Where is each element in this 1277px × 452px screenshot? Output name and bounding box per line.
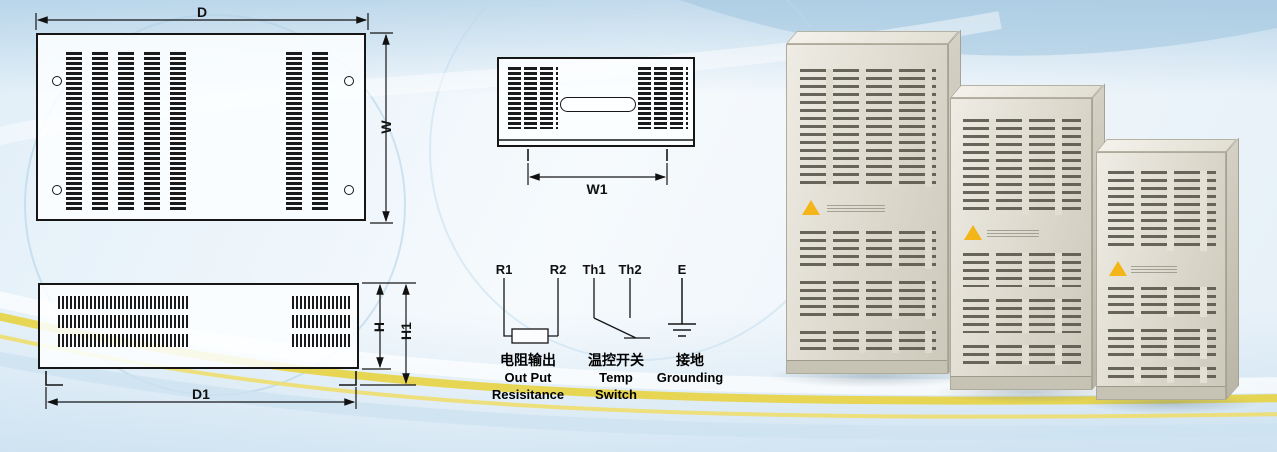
vent-slot-column — [66, 52, 82, 210]
unit-top-face — [1096, 139, 1237, 152]
thermal-switch-symbol — [593, 278, 650, 339]
vent-slot-group-right — [638, 67, 688, 129]
mounting-hole — [52, 76, 62, 86]
warning-sticker-text — [827, 205, 885, 214]
label-grounding: 接地 Grounding — [646, 351, 734, 386]
warning-sticker-text — [987, 230, 1039, 239]
vent-slot-column — [92, 52, 108, 210]
vent-grid-bottom — [1108, 367, 1216, 383]
vent-grid-lower — [963, 299, 1081, 333]
dim-label-w: W — [378, 120, 394, 134]
product-unit-medium — [950, 83, 1105, 390]
label-grounding-cn: 接地 — [676, 352, 704, 368]
vent-slot-row — [292, 296, 352, 309]
vent-slot-column — [286, 52, 302, 210]
label-temp-switch-en2: Switch — [595, 387, 637, 402]
vent-slot-row — [58, 334, 190, 347]
label-temp-switch-en1: Temp — [599, 370, 633, 385]
vent-grid-upper — [800, 69, 936, 187]
dim-label-d1: D1 — [192, 386, 210, 402]
vent-slot-column — [118, 52, 134, 210]
vent-grid-lower — [800, 281, 936, 319]
unit-front-face — [950, 98, 1092, 390]
handle-slot — [560, 97, 636, 112]
dim-label-d: D — [196, 4, 208, 20]
vent-grid-lower — [1108, 329, 1216, 359]
label-resistor-output-en2: Resisitance — [491, 387, 565, 402]
dim-label-w1: W1 — [586, 181, 608, 197]
vent-slot-row — [292, 334, 352, 347]
warning-sticker-text — [1131, 266, 1177, 275]
dim-label-h: H — [371, 321, 387, 333]
unit-front-face — [1096, 152, 1226, 400]
front-view-feet — [45, 371, 357, 386]
mounting-hole — [52, 185, 62, 195]
vent-slot-row — [58, 296, 190, 309]
vent-slot-column — [170, 52, 186, 210]
warning-triangle-icon — [1109, 261, 1127, 276]
vent-grid-upper — [1108, 171, 1216, 251]
unit-base-flange — [951, 376, 1091, 389]
unit-base-flange — [1097, 386, 1225, 399]
vent-grid-upper — [963, 119, 1081, 215]
vent-slot-group-right — [292, 296, 352, 347]
mounting-hole — [344, 185, 354, 195]
label-resistor-output-en1: Out Put — [504, 370, 552, 385]
terminal-label-th1: Th1 — [582, 262, 606, 277]
vent-slot-row — [292, 315, 352, 328]
warning-triangle-icon — [802, 200, 820, 215]
vent-grid-bottom — [800, 331, 936, 353]
dim-label-h1: H1 — [398, 322, 414, 340]
terminal-label-th2: Th2 — [618, 262, 642, 277]
vent-grid-middle — [800, 231, 936, 269]
label-grounding-en1: Grounding — [656, 370, 724, 385]
terminal-label-r1: R1 — [495, 262, 513, 277]
unit-front-face — [786, 44, 948, 374]
vent-slot-row — [58, 315, 190, 328]
drawing-bottom-view — [497, 57, 695, 147]
vent-slot-column — [312, 52, 328, 210]
unit-top-face — [786, 31, 959, 44]
bottom-view-feet — [527, 149, 668, 161]
label-temp-switch: 温控开关 Temp Switch — [570, 351, 662, 403]
drawing-top-view — [36, 33, 366, 221]
label-temp-switch-cn: 温控开关 — [588, 352, 644, 368]
ground-symbol — [668, 278, 696, 337]
drawing-front-view — [38, 283, 359, 369]
vent-slot-group-right — [286, 52, 328, 210]
terminal-label-e: E — [677, 262, 687, 277]
unit-base-flange — [787, 360, 947, 373]
product-unit-small — [1096, 137, 1239, 400]
vent-grid-middle — [1108, 287, 1216, 317]
vent-slot-group-left — [508, 67, 558, 129]
label-resistor-output: 电阻输出 Out Put Resisitance — [472, 351, 584, 403]
top-right-blue-band — [680, 0, 1277, 56]
vent-slot-group-left — [58, 296, 190, 347]
vent-slot-group-left — [66, 52, 186, 210]
vent-grid-bottom — [963, 345, 1081, 365]
unit-side-face — [1226, 137, 1239, 400]
mounting-hole — [344, 76, 354, 86]
vent-grid-middle — [963, 253, 1081, 287]
unit-top-face — [950, 85, 1103, 98]
label-resistor-output-cn: 电阻输出 — [500, 352, 556, 368]
warning-triangle-icon — [964, 225, 982, 240]
terminal-label-r2: R2 — [549, 262, 567, 277]
product-unit-large — [786, 29, 961, 374]
resistor-box-symbol — [503, 278, 559, 344]
vent-slot-column — [144, 52, 160, 210]
